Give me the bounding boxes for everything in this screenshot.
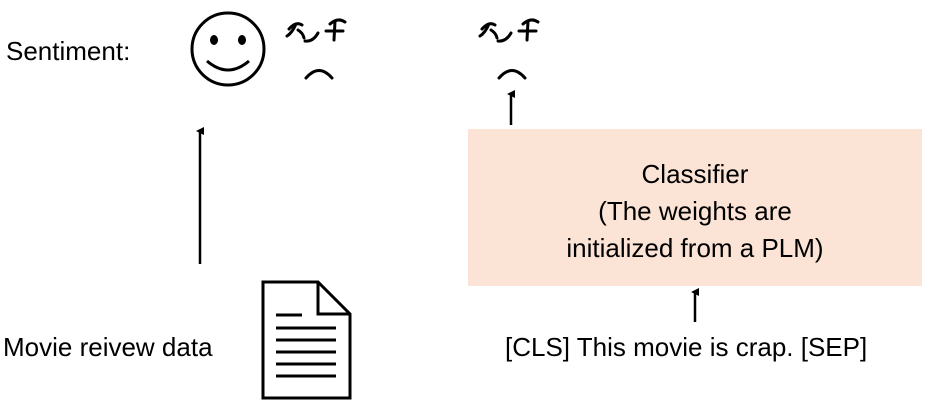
- frowning-face-icon: [478, 18, 540, 80]
- classifier-text: Classifier (The weights are initialized …: [468, 156, 922, 267]
- smiley-face-icon: [190, 11, 266, 87]
- input-sequence-label: [CLS] This movie is crap. [SEP]: [505, 332, 868, 362]
- classifier-line-2: (The weights are: [598, 196, 792, 226]
- sentiment-label: Sentiment:: [6, 36, 131, 66]
- classifier-line-3: initialized from a PLM): [566, 233, 824, 263]
- document-icon: [261, 280, 352, 400]
- frowning-face-icon: [285, 18, 347, 80]
- classifier-title: Classifier: [641, 159, 749, 189]
- movie-review-data-label: Movie reivew data: [3, 332, 213, 362]
- classifier-box: Classifier (The weights are initialized …: [468, 129, 922, 286]
